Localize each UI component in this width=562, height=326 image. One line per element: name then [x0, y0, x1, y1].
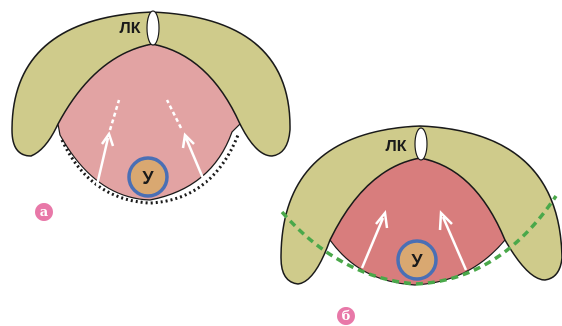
symphysis-gap-a [147, 11, 159, 45]
urethra-label-a: У [142, 168, 154, 188]
panel-letter-a: а [40, 205, 49, 220]
bone-label-b: ЛК [386, 138, 407, 155]
urethra-label-b: У [411, 251, 423, 271]
symphysis-gap-b [415, 128, 427, 160]
panel-b: ЛК У б [281, 126, 562, 325]
bone-label-a: ЛК [120, 20, 141, 37]
panel-a: ЛК У а [12, 11, 290, 221]
panel-letter-b: б [342, 309, 351, 324]
